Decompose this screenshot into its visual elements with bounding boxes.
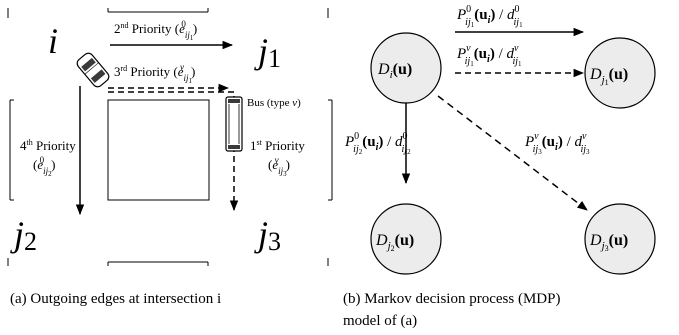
node-j1-sub: 1 xyxy=(268,44,281,73)
label-priority-3: 3rd Priority (eij1v) xyxy=(114,62,195,85)
caption-b-line2: model of (a) xyxy=(343,313,417,329)
bus-icon xyxy=(225,96,243,152)
label-priority-1-edge: (eij3v) xyxy=(268,155,290,178)
car-icon xyxy=(76,52,110,88)
label-priority-2: 2nd Priority (eij10) xyxy=(114,19,197,42)
node-j2-label: j2 xyxy=(10,214,37,256)
node-j3-sub: 3 xyxy=(268,227,281,256)
node-di-circle xyxy=(370,32,442,104)
road-edge-marks xyxy=(7,8,333,266)
node-j1-label: j1 xyxy=(254,31,281,73)
node-dj3-label: Dj3(u) xyxy=(589,232,628,253)
node-dj1-circle xyxy=(584,37,656,109)
label-priority-1: 1st Priority xyxy=(250,138,305,153)
node-dj1-label: Dj1(u) xyxy=(589,66,628,87)
edge-i-j3-priority1-bus xyxy=(108,91,239,212)
node-dj3-circle xyxy=(584,203,656,275)
label-priority-4-edge: (eij20) xyxy=(33,155,55,178)
node-dj2-circle xyxy=(370,203,442,275)
intersection-block xyxy=(107,99,210,201)
node-j2-sub: 2 xyxy=(24,227,37,256)
node-dj2-label: Dj2(u) xyxy=(375,232,414,253)
caption-a: (a) Outgoing edges at intersection i xyxy=(10,291,221,307)
node-di-label: Di(u) xyxy=(377,61,412,81)
node-j3-label: j3 xyxy=(254,214,281,256)
panel-a: i j1 j2 j3 2nd Priority (eij10) 3rd Prio… xyxy=(7,8,333,307)
label-bus-type: Bus (type v) xyxy=(247,97,301,109)
caption-b-line1: (b) Markov decision process (MDP) xyxy=(343,291,560,307)
edge-di-dj3 xyxy=(437,95,588,211)
label-priority-4: 4th Priority xyxy=(20,138,76,153)
node-i-label: i xyxy=(48,21,58,61)
